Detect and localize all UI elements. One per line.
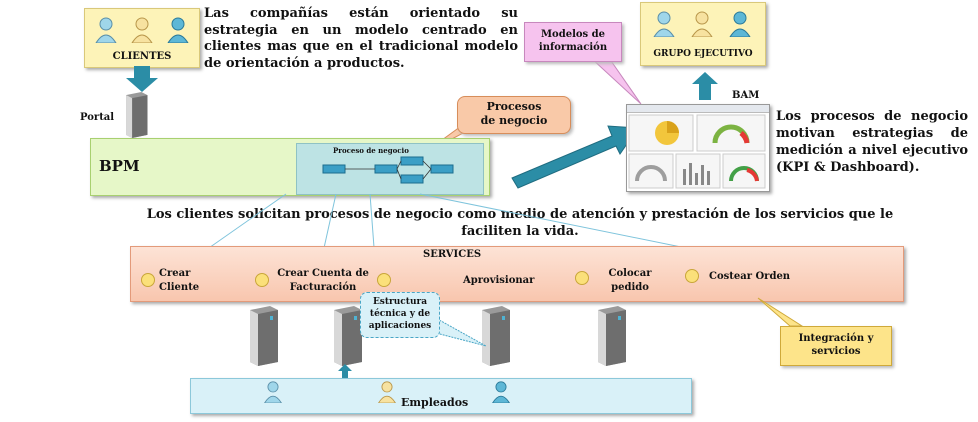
server-icon [334, 306, 362, 366]
bpm-box: BPM Proceso de negocio [90, 138, 490, 196]
service-item: Crear Cuenta de Facturación [255, 267, 395, 297]
person-icon [264, 381, 282, 403]
dashboard-graphic [628, 114, 766, 189]
integracion-callout-text: Integración y servicios [798, 333, 874, 357]
services-title: SERVICES [423, 249, 482, 260]
right-text: Los procesos de negocio motivan estrateg… [776, 109, 968, 175]
service-item: Aprovisionar [377, 271, 537, 295]
integracion-callout: Integración y servicios [780, 326, 892, 366]
modelos-callout: Modelos de información [524, 22, 622, 62]
process-diagram: Proceso de negocio [296, 143, 484, 195]
server-icon [482, 306, 510, 366]
grupo-ejecutivo-box: GRUPO EJECUTIVO [640, 2, 766, 66]
small-up-arrow-icon [338, 364, 352, 378]
server-icon [250, 306, 278, 366]
service-item: Colocar pedido [575, 267, 675, 297]
service-label: Crear Cuenta de Facturación [277, 268, 369, 293]
service-label: Aprovisionar [463, 275, 535, 286]
procesos-callout-text: Procesos de negocio [480, 100, 548, 127]
person-icon [378, 381, 396, 403]
person-icon [492, 381, 510, 403]
service-bullet-icon [141, 273, 155, 287]
dashboard-thumbnail [626, 104, 770, 192]
up-arrow-icon [692, 72, 718, 100]
process-diagram-title: Proceso de negocio [333, 146, 409, 155]
person-icon [167, 17, 189, 43]
service-item: Costear Orden [685, 267, 825, 291]
service-item: Crear Cliente [141, 267, 241, 297]
person-icon [691, 11, 713, 37]
process-flow-graphic [322, 156, 454, 184]
server-icon [126, 92, 148, 138]
intro-text: Las compañías están orientado su estrate… [204, 6, 518, 71]
service-bullet-icon [685, 269, 699, 283]
procesos-callout: Procesos de negocio [457, 96, 571, 134]
estructura-callout: Estructura técnica y de aplicaciones [360, 292, 440, 338]
service-bullet-icon [255, 273, 269, 287]
empleados-label: Empleados [401, 396, 469, 409]
server-icon [598, 306, 626, 366]
service-bullet-icon [377, 273, 391, 287]
empleados-box: Empleados [190, 378, 692, 414]
down-arrow-icon [126, 66, 158, 92]
modelos-callout-text: Modelos de información [538, 29, 608, 53]
person-icon [653, 11, 675, 37]
service-label: Colocar pedido [608, 268, 652, 293]
grupo-ejecutivo-label: GRUPO EJECUTIVO [653, 49, 753, 59]
service-label: Costear Orden [709, 271, 791, 282]
person-icon [95, 17, 117, 43]
service-bullet-icon [575, 271, 589, 285]
bpm-label: BPM [99, 157, 140, 175]
bam-label: BAM [732, 90, 760, 101]
service-label: Crear Cliente [159, 268, 200, 293]
clientes-label: CLIENTES [112, 51, 172, 62]
services-box: SERVICES Crear Cliente Crear Cuenta de F… [130, 246, 904, 302]
portal-label: Portal [80, 112, 115, 123]
person-icon [131, 17, 153, 43]
clientes-box: CLIENTES [84, 8, 200, 68]
estructura-callout-text: Estructura técnica y de aplicaciones [368, 297, 432, 331]
person-icon [729, 11, 751, 37]
